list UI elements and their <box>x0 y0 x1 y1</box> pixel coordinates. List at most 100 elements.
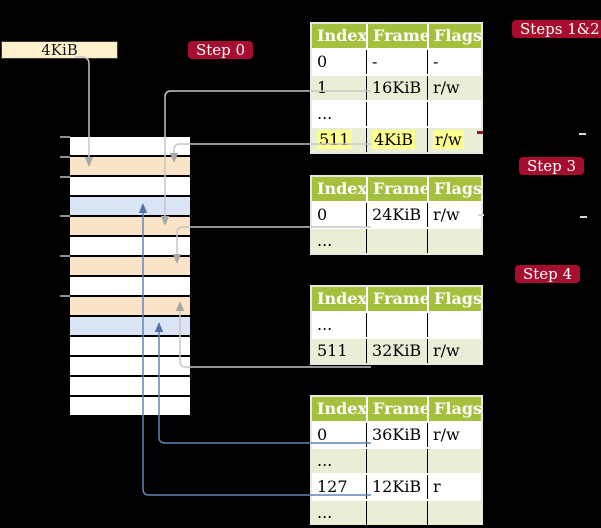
clipped-line-stub-4 <box>580 216 587 218</box>
table-row: ... <box>312 100 481 126</box>
table-cell: 32KiB <box>366 339 427 363</box>
memory-row-11 <box>70 337 190 355</box>
table-cell: r/w <box>427 339 481 363</box>
table-cell <box>366 501 427 525</box>
table-cell <box>366 313 427 337</box>
badge-step-3: Step 3 <box>519 157 585 175</box>
column-header: Index <box>317 399 366 418</box>
memory-row-8 <box>70 277 190 295</box>
table-row: ... <box>312 499 481 525</box>
memory-row-1 <box>70 137 190 155</box>
address-tick-1 <box>60 136 70 138</box>
column-header: Flags <box>427 397 481 421</box>
table-cell: 16KiB <box>366 76 427 100</box>
column-header: Flags <box>427 287 481 311</box>
memory-row-13 <box>70 377 190 395</box>
table-cell: 511 <box>317 341 348 360</box>
table-cell: r <box>427 475 481 499</box>
column-header: Frame <box>366 287 427 311</box>
address-tick-4 <box>60 215 70 217</box>
table-row: ... <box>312 447 481 473</box>
frame-address-box: 4KiB <box>1 41 118 59</box>
table-cell: 1 <box>317 78 328 97</box>
table-cell: ... <box>317 503 333 522</box>
table-cell: 4KiB <box>366 128 427 152</box>
badge-step-0: Step 0 <box>188 41 254 59</box>
column-header: Index <box>317 289 366 308</box>
table-row: ... <box>312 311 481 337</box>
memory-row-4 <box>70 197 190 215</box>
clipped-line-stub-3 <box>579 133 586 135</box>
table-cell <box>366 102 427 126</box>
badge-steps-1-2: Steps 1&2 <box>512 20 601 38</box>
table-cell: ... <box>317 231 333 250</box>
table-cell <box>366 449 427 473</box>
table-cell: - <box>366 50 427 74</box>
column-header: Frame <box>366 177 427 201</box>
table-cell: 127 <box>317 477 348 496</box>
memory-row-3 <box>70 177 190 195</box>
memory-row-9 <box>70 297 190 315</box>
column-header: Flags <box>427 177 481 201</box>
table-cell: r/w <box>427 128 481 152</box>
frame-address-label: 4KiB <box>41 41 78 59</box>
memory-row-10 <box>70 317 190 335</box>
table-cell <box>427 229 481 253</box>
memory-row-7 <box>70 257 190 275</box>
address-tick-3 <box>60 176 70 178</box>
column-header: Frame <box>366 24 427 48</box>
table-cell <box>427 313 481 337</box>
memory-row-5 <box>70 217 190 235</box>
highlighted-value: r/w <box>433 130 464 149</box>
table-cell: r/w <box>427 76 481 100</box>
table-cell: r/w <box>427 203 481 227</box>
column-header: Index <box>317 179 366 198</box>
table-cell: 24KiB <box>366 203 427 227</box>
table-row: 511 4KiB r/w <box>312 126 481 152</box>
column-header: Index <box>317 26 366 45</box>
clipped-line-stub-1 <box>477 131 483 134</box>
memory-row-14 <box>70 397 190 415</box>
badge-step-4: Step 4 <box>515 265 581 283</box>
memory-row-6 <box>70 237 190 255</box>
table-cell: 0 <box>317 52 328 71</box>
highlighted-value: 511 <box>317 130 352 149</box>
table-cell: 0 <box>317 425 328 444</box>
table-row: 0 -- <box>312 48 481 74</box>
table-cell: ... <box>317 104 333 123</box>
table-cell <box>427 449 481 473</box>
table-cell: 0 <box>317 205 328 224</box>
table-cell: - <box>427 50 481 74</box>
highlighted-value: 4KiB <box>372 130 416 149</box>
table-cell: ... <box>317 451 333 470</box>
table-cell <box>366 229 427 253</box>
address-tick-5 <box>60 255 70 257</box>
address-tick-6 <box>60 295 70 297</box>
column-header: Frame <box>366 397 427 421</box>
column-header: Flags <box>427 24 481 48</box>
clipped-line-stub-2 <box>478 214 484 216</box>
memory-row-2 <box>70 157 190 175</box>
table-cell <box>427 501 481 525</box>
table-cell: 511 <box>312 128 366 152</box>
table-cell: 36KiB <box>366 423 427 447</box>
memory-row-12 <box>70 357 190 375</box>
table-cell <box>427 102 481 126</box>
physical-memory-stack <box>70 137 190 415</box>
table-row: ... <box>312 227 481 253</box>
table-cell: r/w <box>427 423 481 447</box>
table-cell: ... <box>317 315 333 334</box>
